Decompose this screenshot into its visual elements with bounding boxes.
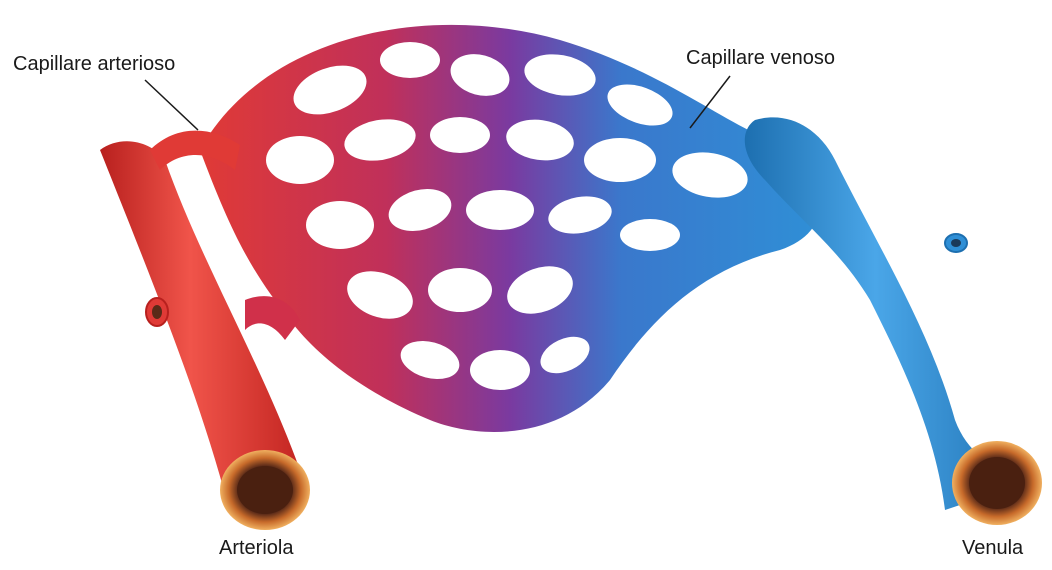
label-venula: Venula — [962, 537, 1023, 560]
label-capillare-arterioso: Capillare arterioso — [13, 53, 175, 76]
label-capillare-venoso: Capillare venoso — [686, 47, 835, 70]
label-arteriola: Arteriola — [219, 537, 293, 560]
venule — [745, 117, 1042, 525]
capillary-network — [200, 25, 820, 432]
leader-line-capillare-arterioso — [145, 80, 198, 130]
